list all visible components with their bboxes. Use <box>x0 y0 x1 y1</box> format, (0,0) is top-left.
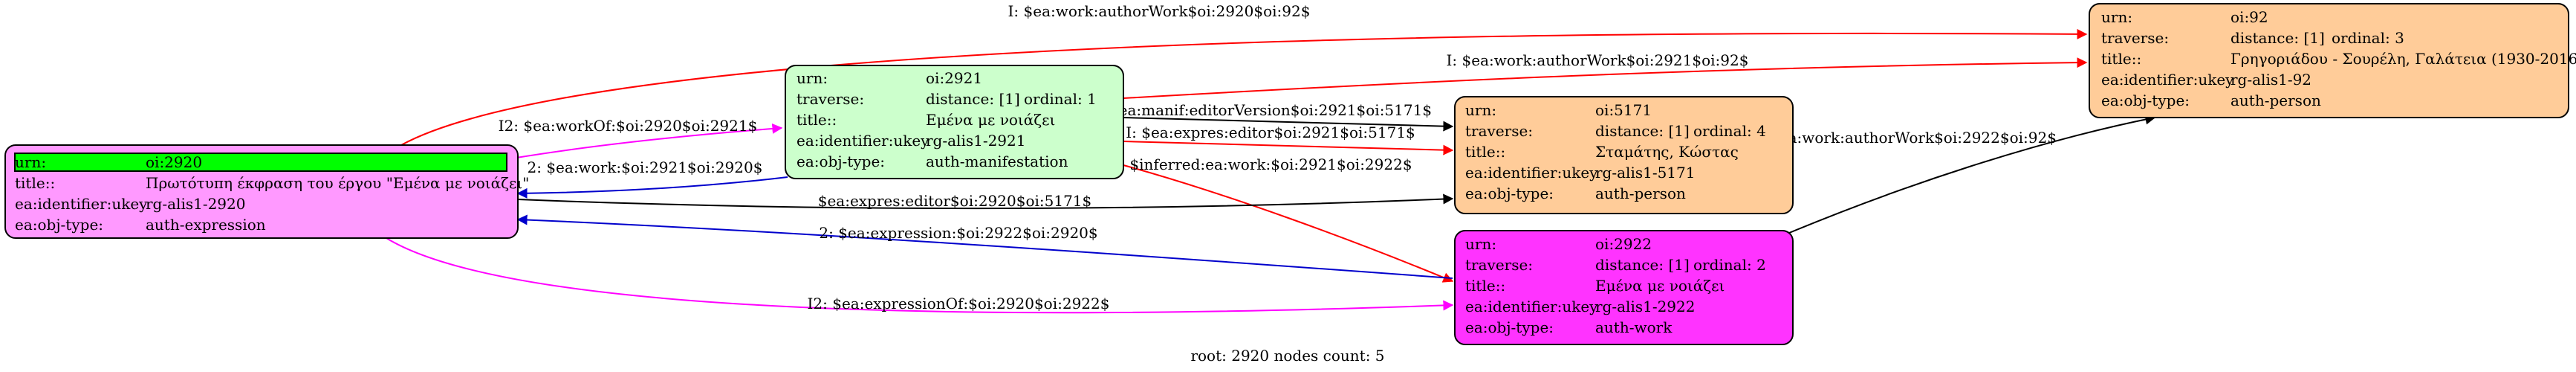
node-key: traverse: <box>1465 122 1533 140</box>
edge-author-2922-92: $ea:work:authorWork$oi:2922$oi:92$ <box>1770 114 2156 234</box>
node-key: traverse: <box>1465 256 1533 274</box>
edge-label: 2: $ea:expression:$oi:2922$oi:2920$ <box>819 224 1097 242</box>
node-oi-92[interactable]: urn: oi:92 traverse: distance: [1] ordin… <box>2089 3 2576 118</box>
node-value: auth-person <box>2231 92 2321 109</box>
node-value: rg-alis1-92 <box>2231 71 2311 89</box>
urn-highlight <box>14 153 507 172</box>
node-key: urn: <box>1465 101 1496 119</box>
node-value: oi:92 <box>2231 8 2268 26</box>
node-value: rg-alis1-2920 <box>146 195 245 213</box>
node-key: ea:identifier:ukey <box>797 132 929 150</box>
node-key: urn: <box>1465 235 1496 253</box>
edge-workof-2920-2921: I2: $ea:workOf:$oi:2920$oi:2921$ <box>499 117 783 158</box>
node-oi-2922[interactable]: urn: oi:2922 traverse: distance: [1] ord… <box>1454 230 1794 345</box>
node-key: title:: <box>1465 277 1505 295</box>
node-value: Εμένα με νοιάζει <box>926 111 1055 129</box>
node-value: rg-alis1-2921 <box>926 132 1025 150</box>
edge-label: I: $ea:work:authorWork$oi:2920$oi:92$ <box>1008 2 1311 20</box>
node-value: ordinal: 4 <box>1693 122 1766 140</box>
edge-expressionof-2920-2922: I2: $ea:expressionOf:$oi:2920$oi:2922$ <box>386 237 1454 314</box>
edge-label: I: $ea:work:authorWork$oi:2921$oi:92$ <box>1447 51 1749 69</box>
node-key: title:: <box>2101 50 2141 68</box>
node-value: auth-person <box>1595 185 1686 202</box>
node-oi-5171[interactable]: urn: oi:5171 traverse: distance: [1] ord… <box>1454 96 1794 214</box>
node-key: title:: <box>1465 143 1505 161</box>
node-key: urn: <box>15 153 46 171</box>
node-key: title:: <box>797 111 837 129</box>
edge-author-2921-92: I: $ea:work:authorWork$oi:2921$oi:92$ <box>1123 51 2088 99</box>
node-value: ordinal: 3 <box>2332 29 2404 47</box>
node-value: distance: [1] <box>2231 29 2325 47</box>
node-key: ea:identifier:ukey <box>2101 71 2234 89</box>
node-key: ea:obj-type: <box>1465 318 1554 336</box>
node-value: ordinal: 2 <box>1693 256 1766 274</box>
graph-caption: root: 2920 nodes count: 5 <box>1190 347 1384 365</box>
node-key: ea:identifier:ukey <box>15 195 148 213</box>
node-value: oi:5171 <box>1595 101 1652 119</box>
node-key: ea:obj-type: <box>797 153 885 170</box>
node-value: ordinal: 1 <box>1024 90 1097 108</box>
edge-label: I: $ea:expres:editor$oi:2921$oi:5171$ <box>1126 124 1415 141</box>
edge-expreseditor-2921-5171: I: $ea:expres:editor$oi:2921$oi:5171$ <box>1123 124 1454 155</box>
node-value: rg-alis1-5171 <box>1595 164 1695 182</box>
node-key: traverse: <box>2101 29 2169 47</box>
node-value: distance: [1] <box>1595 122 1690 140</box>
node-value: Πρωτότυπη έκφραση του έργου "Εμένα με νο… <box>146 174 529 192</box>
node-oi-2920[interactable]: urn: oi:2920 title:: Πρωτότυπη έκφραση τ… <box>4 144 529 239</box>
node-value: distance: [1] <box>1595 256 1690 274</box>
node-oi-2921[interactable]: urn: oi:2921 traverse: distance: [1] ord… <box>785 65 1124 179</box>
node-key: urn: <box>2101 8 2132 26</box>
node-key: ea:obj-type: <box>2101 92 2190 109</box>
edge-label: I2: $ea:workOf:$oi:2920$oi:2921$ <box>499 117 758 135</box>
node-value: Εμένα με νοιάζει <box>1595 277 1725 295</box>
node-key: ea:obj-type: <box>1465 185 1554 202</box>
edge-work-2921-2920: 2: $ea:work:$oi:2921$oi:2920$ <box>516 158 788 199</box>
node-key: urn: <box>797 69 828 87</box>
node-value: auth-expression <box>146 216 266 234</box>
edge-editorversion-2921-5171: $ea:manif:editorVersion$oi:2921$oi:5171$ <box>1109 101 1454 132</box>
node-value: oi:2921 <box>926 69 982 87</box>
node-value: auth-manifestation <box>926 153 1068 170</box>
edge-label: $ea:expres:editor$oi:2920$oi:5171$ <box>818 192 1092 210</box>
edge-expression-2922-2920: 2: $ea:expression:$oi:2922$oi:2920$ <box>516 214 1453 279</box>
node-value: oi:2920 <box>146 153 202 171</box>
node-key: title:: <box>15 174 55 192</box>
edge-inferred-2921-2922: I: $inferred:ea:work:$oi:2921$oi:2922$ <box>1114 155 1454 283</box>
node-value: Γρηγοριάδου - Σουρέλη, Γαλάτεια (1930-20… <box>2231 50 2576 68</box>
edge-author-2920-92: I: $ea:work:authorWork$oi:2920$oi:92$ <box>400 2 2088 146</box>
node-value: distance: [1] <box>926 90 1020 108</box>
edge-expreseditor-2920-5171: $ea:expres:editor$oi:2920$oi:5171$ <box>517 192 1454 210</box>
edge-label: $ea:work:authorWork$oi:2922$oi:92$ <box>1770 129 2057 147</box>
node-value: rg-alis1-2922 <box>1595 298 1695 315</box>
node-key: ea:identifier:ukey <box>1465 164 1598 182</box>
edge-label: I: $inferred:ea:work:$oi:2921$oi:2922$ <box>1114 155 1412 173</box>
node-value: Σταμάτης, Κώστας <box>1595 143 1739 161</box>
edge-label: 2: $ea:work:$oi:2921$oi:2920$ <box>528 158 763 176</box>
node-key: traverse: <box>797 90 864 108</box>
edge-label: $ea:manif:editorVersion$oi:2921$oi:5171$ <box>1109 101 1432 119</box>
node-value: auth-work <box>1595 318 1673 336</box>
edge-label: I2: $ea:expressionOf:$oi:2920$oi:2922$ <box>808 295 1110 312</box>
node-key: ea:identifier:ukey <box>1465 298 1598 315</box>
node-value: oi:2922 <box>1595 235 1652 253</box>
node-key: ea:obj-type: <box>15 216 103 234</box>
